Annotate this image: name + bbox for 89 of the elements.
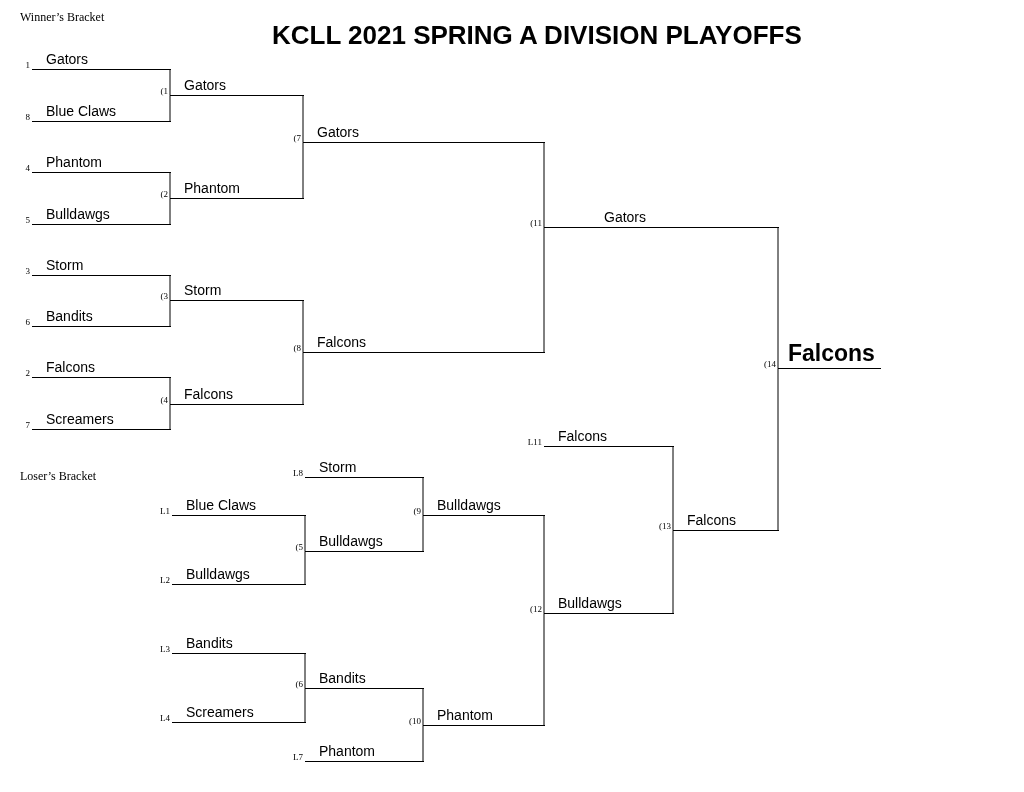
bracket-line xyxy=(543,142,545,228)
bracket-line xyxy=(169,95,171,122)
slot-number: L2 xyxy=(160,575,170,585)
bracket-line xyxy=(543,613,545,726)
team-name: Falcons xyxy=(558,428,608,444)
slot-number: (13 xyxy=(659,521,671,531)
bracket-line xyxy=(422,477,424,516)
slot-number: L3 xyxy=(160,644,170,654)
bracket-line xyxy=(777,368,779,531)
slot-number: L7 xyxy=(293,752,303,762)
bracket-line xyxy=(304,515,306,552)
team-name: Phantom xyxy=(319,743,376,759)
team-name: Phantom xyxy=(437,707,494,723)
team-name: Blue Claws xyxy=(186,497,257,513)
slot-number: 5 xyxy=(25,215,30,225)
bracket-line xyxy=(169,377,171,405)
slot-number: (3 xyxy=(160,291,168,301)
slot-number: 4 xyxy=(25,163,30,173)
bracket-line xyxy=(302,352,304,405)
bracket-line xyxy=(169,404,171,430)
team-name: Bulldawgs xyxy=(437,497,501,513)
team-name: Storm xyxy=(184,282,222,298)
bracket-line xyxy=(543,227,545,353)
team-name: Screamers xyxy=(186,704,254,720)
slot-number: L1 xyxy=(160,506,170,516)
team-name: Bulldawgs xyxy=(558,595,622,611)
slot-number: (8 xyxy=(293,343,301,353)
team-name: Storm xyxy=(319,459,357,475)
bracket-line xyxy=(169,275,171,301)
team-name: Bulldawgs xyxy=(46,206,110,222)
slot-number: (4 xyxy=(160,395,168,405)
slot-number: 1 xyxy=(25,60,30,70)
team-name: Bulldawgs xyxy=(319,533,383,549)
bracket-title: KCLL 2021 SPRING A DIVISION PLAYOFFS xyxy=(272,20,802,51)
bracket-line xyxy=(169,69,171,96)
slot-number: 7 xyxy=(25,420,30,430)
slot-number: (7 xyxy=(293,133,301,143)
team-name: Gators xyxy=(317,124,359,140)
team-name: Gators xyxy=(46,51,88,67)
team-name: Falcons xyxy=(184,386,234,402)
team-name: Storm xyxy=(46,257,84,273)
team-name: Bandits xyxy=(319,670,366,686)
slot-number: (14 xyxy=(764,359,776,369)
team-name: Falcons xyxy=(46,359,96,375)
slot-number: (9 xyxy=(413,506,421,516)
slot-number: (10 xyxy=(409,716,421,726)
slot-number: (2 xyxy=(160,189,168,199)
slot-number: (12 xyxy=(530,604,542,614)
bracket-line xyxy=(422,515,424,552)
team-name: Phantom xyxy=(184,180,241,196)
bracket-line xyxy=(672,446,674,531)
slot-number: (6 xyxy=(295,679,303,689)
team-name: Gators xyxy=(184,77,226,93)
bracket-line xyxy=(543,515,545,614)
slot-number: 3 xyxy=(25,266,30,276)
bracket-line xyxy=(169,172,171,199)
bracket-line xyxy=(302,95,304,143)
bracket-line xyxy=(169,300,171,327)
bracket-line xyxy=(169,198,171,225)
team-name: Blue Claws xyxy=(46,103,117,119)
bracket-line xyxy=(672,530,674,614)
section-heading: Loser’s Bracket xyxy=(20,469,97,484)
bracket-line xyxy=(304,551,306,585)
slot-number: (11 xyxy=(530,218,542,228)
bracket-line xyxy=(777,227,779,369)
team-name: Screamers xyxy=(46,411,114,427)
team-name: Phantom xyxy=(46,154,103,170)
bracket-line xyxy=(302,300,304,353)
team-name: Bulldawgs xyxy=(186,566,250,582)
bracket-line xyxy=(422,725,424,762)
bracket-line xyxy=(304,688,306,723)
slot-number: (1 xyxy=(160,86,168,96)
team-name: Falcons xyxy=(687,512,737,528)
slot-number: (5 xyxy=(295,542,303,552)
slot-number: 2 xyxy=(25,368,30,378)
slot-number: L11 xyxy=(527,437,542,447)
bracket-line xyxy=(304,653,306,689)
bracket-line xyxy=(302,142,304,199)
slot-number: L4 xyxy=(160,713,170,723)
bracket-line xyxy=(422,688,424,726)
champion-name: Falcons xyxy=(788,340,875,366)
slot-number: 6 xyxy=(25,317,30,327)
slot-number: L8 xyxy=(293,468,303,478)
section-heading: Winner’s Bracket xyxy=(20,10,105,25)
slot-number: 8 xyxy=(25,112,30,122)
team-name: Falcons xyxy=(317,334,367,350)
team-name: Gators xyxy=(604,209,646,225)
team-name: Bandits xyxy=(46,308,93,324)
team-name: Bandits xyxy=(186,635,233,651)
